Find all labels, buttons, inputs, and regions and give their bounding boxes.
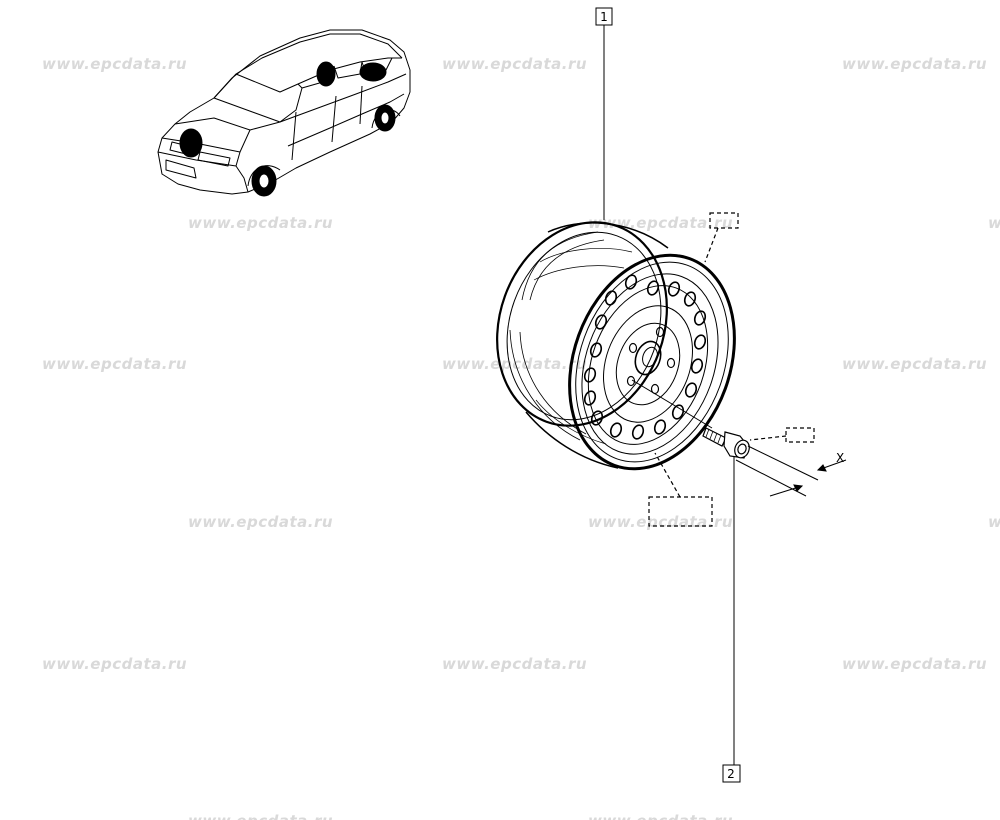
callout-label: 2 [727,767,735,781]
steel-wheel-icon[interactable] [469,198,763,492]
car-outline-icon [157,29,411,197]
reference-boxes [648,212,815,527]
wheel-bolt-icon[interactable] [702,427,752,460]
watermark-text: www.epcdata.ru [42,355,187,373]
watermark-text: www.epcdata.ru [588,513,733,531]
dimension-arrow [793,484,804,492]
reference-leader [749,435,787,441]
watermark-text: www.epcdata.ru [42,55,187,73]
dimension-label: X [836,451,844,465]
extension-line [747,445,819,481]
reference-box [709,212,739,229]
watermark-text: www.epcdata.ru [842,355,987,373]
watermark-text: www.epcdata.ru [588,812,733,820]
reference-box [785,427,815,443]
callout-label: 1 [600,10,608,24]
watermark-text: www.epcdata.ru [988,214,1000,232]
watermark-text: www.epcdata.ru [188,812,333,820]
watermark-text: www.epcdata.ru [42,655,187,673]
callout-1[interactable]: 1 [595,7,613,220]
callout-2[interactable]: 2 [722,456,741,783]
dimension-arrow [816,464,827,472]
reference-leader [654,452,681,498]
vent-holes [583,274,707,440]
callout-box [722,764,741,783]
watermark-text: www.epcdata.ru [842,55,987,73]
watermark-text: www.epcdata.ru [442,55,587,73]
watermark-text: www.epcdata.ru [442,355,587,373]
watermark-text: www.epcdata.ru [188,513,333,531]
watermark-text: www.epcdata.ru [442,655,587,673]
watermark-text: www.epcdata.ru [988,513,1000,531]
dimension-x: X [735,445,847,497]
watermark-text: www.epcdata.ru [188,214,333,232]
extension-line [735,459,807,497]
watermark-layer: www.epcdata.ru www.epcdata.ru www.epcdat… [42,55,1000,820]
bolt-axis-line [631,379,713,429]
watermark-text: www.epcdata.ru [842,655,987,673]
reference-leader [704,227,719,263]
reference-box [648,496,713,527]
